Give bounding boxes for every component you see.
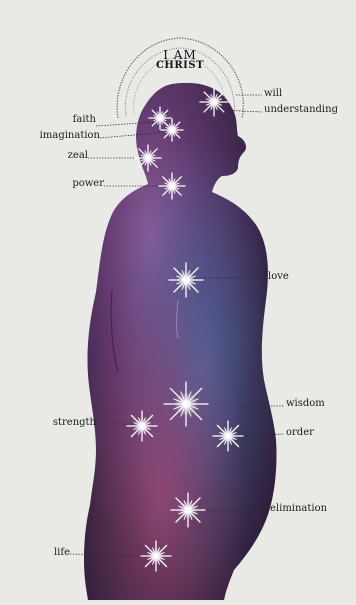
label-elimination: elimination	[270, 503, 327, 515]
star-zeal-icon	[135, 145, 161, 171]
label-love: love	[268, 271, 289, 283]
label-will: will	[264, 88, 282, 100]
label-faith: faith	[44, 114, 96, 126]
star-imagination-icon	[161, 119, 183, 141]
label-understanding: understanding	[264, 104, 338, 116]
star-elimination-icon	[171, 493, 205, 527]
label-life: life	[40, 547, 70, 559]
human-silhouette	[84, 83, 277, 600]
star-strength-icon	[127, 411, 157, 441]
label-order: order	[286, 427, 314, 439]
label-strength: strength	[30, 417, 96, 429]
halo-text-line2: CHRIST	[146, 60, 214, 71]
star-will-icon	[200, 88, 228, 116]
star-love-icon	[169, 263, 203, 297]
star-wisdom-icon	[164, 382, 208, 426]
star-life-icon	[141, 541, 171, 571]
label-power: power	[44, 178, 104, 190]
star-power-icon	[159, 173, 185, 199]
label-imagination: imagination	[22, 130, 100, 142]
star-order-icon	[213, 421, 243, 451]
label-zeal: zeal	[44, 150, 88, 162]
label-wisdom: wisdom	[286, 398, 325, 410]
